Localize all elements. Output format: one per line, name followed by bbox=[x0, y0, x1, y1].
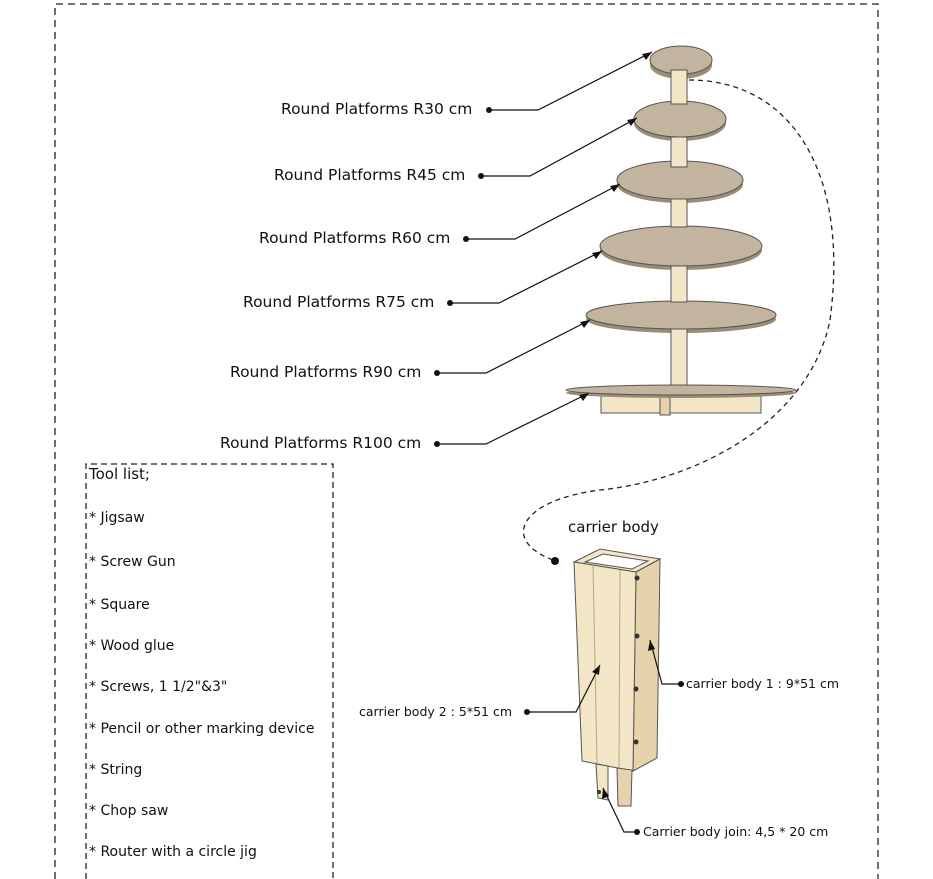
label-carrier-body: carrier body bbox=[568, 518, 659, 536]
platform-r45 bbox=[633, 100, 727, 141]
platform-r75 bbox=[599, 225, 763, 270]
label-carrier-body-1: carrier body 1 : 9*51 cm bbox=[686, 676, 839, 691]
leader-body1 bbox=[649, 639, 681, 685]
tool-list-title: Tool list; bbox=[89, 465, 150, 483]
carrier-leaders bbox=[527, 639, 681, 833]
tool-item: * Jigsaw bbox=[89, 510, 145, 526]
tool-item: * Chop saw bbox=[89, 803, 169, 819]
platform-r30 bbox=[649, 45, 713, 79]
leader-arrowheads bbox=[579, 52, 652, 401]
platform-r90 bbox=[585, 300, 777, 333]
leader-r90 bbox=[437, 319, 591, 374]
tool-item: * Screws, 1 1/2"&3" bbox=[89, 679, 228, 695]
leader-dots bbox=[434, 107, 492, 447]
leader-body2 bbox=[527, 664, 601, 713]
label-carrier-body-join: Carrier body join: 4,5 * 20 cm bbox=[643, 824, 829, 839]
label-carrier-body-2: carrier body 2 : 5*51 cm bbox=[359, 704, 512, 719]
label-platform-r45: Round Platforms R45 cm bbox=[274, 166, 466, 184]
label-platform-r90: Round Platforms R90 cm bbox=[230, 363, 422, 381]
tool-item: * String bbox=[89, 762, 143, 778]
pole-under-r90 bbox=[670, 328, 688, 386]
carrier-body-drawing bbox=[572, 548, 662, 807]
label-platform-r60: Round Platforms R60 cm bbox=[259, 229, 451, 247]
label-platform-r100: Round Platforms R100 cm bbox=[220, 434, 422, 452]
tool-item: * Router with a circle jig bbox=[89, 844, 257, 860]
connector-end-dot bbox=[551, 557, 559, 565]
pole-under-r45 bbox=[670, 136, 688, 168]
leader-r60 bbox=[466, 183, 621, 240]
leader-r100 bbox=[437, 392, 590, 445]
leader-r30 bbox=[489, 51, 653, 111]
label-platform-r75: Round Platforms R75 cm bbox=[243, 293, 435, 311]
leader-join bbox=[602, 787, 637, 833]
tool-item: * Pencil or other marking device bbox=[89, 721, 315, 737]
page-border bbox=[54, 3, 879, 879]
platform-r100 bbox=[565, 384, 797, 398]
platform-r60 bbox=[616, 160, 744, 203]
pole-under-r75 bbox=[670, 265, 688, 303]
pole-under-r60 bbox=[670, 198, 688, 228]
tower bbox=[565, 45, 797, 416]
tool-item: * Square bbox=[89, 597, 150, 613]
pole-top-cap bbox=[670, 69, 688, 105]
tool-item: * Wood glue bbox=[89, 638, 175, 654]
leader-r45 bbox=[481, 117, 638, 177]
leader-r75 bbox=[450, 250, 603, 304]
leader-lines bbox=[437, 51, 653, 445]
connector-curve bbox=[522, 79, 835, 561]
label-platform-r30: Round Platforms R30 cm bbox=[281, 100, 473, 118]
tool-item: * Screw Gun bbox=[89, 554, 176, 570]
